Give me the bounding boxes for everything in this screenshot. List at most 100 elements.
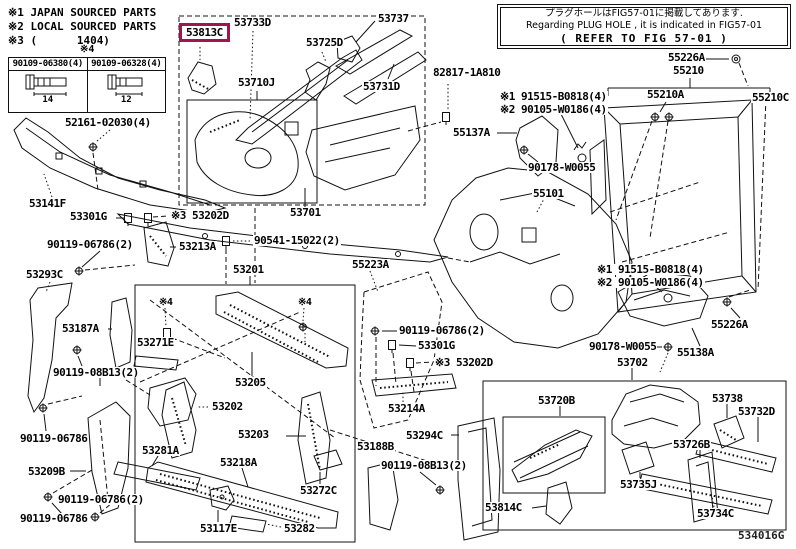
part-number-label[interactable]: 53301G	[69, 210, 108, 223]
part-number-label[interactable]: 53141F	[28, 197, 67, 210]
part-number-label[interactable]: ※3 53202D	[170, 209, 230, 222]
bolt-length: 12	[120, 95, 132, 105]
bolt-table-marker: ※4	[80, 44, 95, 55]
part-number-label[interactable]: 90178-W0055	[588, 340, 658, 353]
part-number-label[interactable]: 53301G	[417, 339, 456, 352]
part-number-label[interactable]: 53735J	[619, 478, 658, 491]
part-number-label[interactable]: 53187A	[61, 322, 100, 335]
part-number-label[interactable]: 53293C	[25, 268, 64, 281]
legend-note-1: ※1 JAPAN SOURCED PARTS	[8, 6, 157, 19]
part-number-label[interactable]: 53218A	[219, 456, 258, 469]
plug-hole-note-inner: プラグホールはFIG57-01に掲載してあります. Regarding PLUG…	[500, 7, 788, 46]
sketch-rear-apron-group	[511, 384, 777, 525]
part-number-label[interactable]: 53731D	[362, 80, 401, 93]
sketch-dash-silencer	[359, 271, 443, 429]
reference-marker: ※4	[298, 297, 312, 308]
part-number-label[interactable]: 90119-08B13(2)	[52, 366, 140, 379]
part-number-label[interactable]: 90119-06786	[19, 432, 89, 445]
part-number-label[interactable]: 55210	[672, 64, 705, 77]
apron-subassy-box	[186, 99, 318, 204]
front-apron-group-box	[178, 15, 426, 206]
part-number-label[interactable]: ※1 91515-B0818(4)	[596, 263, 705, 276]
part-number-label[interactable]: 53205	[234, 376, 267, 389]
part-number-label[interactable]: 90178-W0055	[527, 161, 597, 174]
bolt-part-number[interactable]: 90109-06328(4)	[87, 58, 165, 71]
legend-note-3: ※3 ( 1404)	[8, 34, 110, 47]
part-number-label[interactable]: ※2 90105-W0186(4)	[596, 276, 705, 289]
sketch-wiring-clamp	[407, 84, 450, 132]
note-english-text: Regarding PLUG HOLE , it is indicated in…	[525, 20, 763, 31]
sketch-dash-panel	[433, 167, 633, 349]
part-number-label[interactable]: 53710J	[237, 76, 276, 89]
apron-rear-subassy-box	[502, 416, 606, 494]
plug-hole-note-box: プラグホールはFIG57-01に掲載してあります. Regarding PLUG…	[497, 4, 791, 49]
bolt-reference-table: 90109-06380(4) 14 90109-06328(4)	[8, 57, 166, 113]
figure-code: 534016G	[738, 529, 785, 542]
part-number-label[interactable]: 82817-1A810	[432, 66, 502, 79]
part-number-label[interactable]: 55101	[532, 187, 565, 200]
part-number-label[interactable]: 52161-02030(4)	[64, 116, 152, 129]
part-number-label[interactable]: 53272C	[299, 484, 338, 497]
sketch-middle-lower-parts	[367, 325, 501, 541]
part-number-label[interactable]: 53734C	[696, 507, 735, 520]
part-number-label[interactable]: 53737	[377, 12, 410, 25]
part-number-label[interactable]: 53282	[283, 522, 316, 535]
part-number-label[interactable]: 53814C	[484, 501, 523, 514]
bolt-icon	[25, 74, 67, 96]
bolt-length: 14	[42, 95, 54, 105]
part-number-label[interactable]: 53733D	[233, 16, 272, 29]
legend-note-2: ※2 LOCAL SOURCED PARTS	[8, 20, 157, 33]
sketch-radiator-support-side	[589, 54, 771, 313]
part-number-label[interactable]: 55210A	[646, 88, 685, 101]
sketch-lower-left-brackets	[37, 377, 197, 523]
part-number-label[interactable]: 53701	[289, 206, 322, 219]
reference-marker: ※4	[159, 297, 173, 308]
part-number-label[interactable]: 53213A	[178, 240, 217, 253]
bolt-icon	[107, 74, 143, 96]
part-number-label[interactable]: 53271E	[136, 336, 175, 349]
radiator-support-group-box	[134, 284, 356, 543]
part-number-label[interactable]: 53294C	[405, 429, 444, 442]
part-number-label[interactable]: 90541-15022(2)	[253, 234, 341, 247]
part-number-label[interactable]: 90119-08B13(2)	[380, 459, 468, 472]
part-number-label[interactable]: 55226A	[667, 51, 706, 64]
part-number-label[interactable]: ※1 91515-B0818(4)	[499, 90, 608, 103]
part-number-label[interactable]: 53202	[211, 400, 244, 413]
part-number-label[interactable]: 55137A	[452, 126, 491, 139]
part-number-label[interactable]: 90119-06786	[19, 512, 89, 525]
part-number-label[interactable]: 53720B	[537, 394, 576, 407]
part-number-label[interactable]: 53813C	[179, 23, 230, 42]
part-number-label[interactable]: 55210C	[751, 91, 790, 104]
part-number-label[interactable]: 55226A	[710, 318, 749, 331]
part-number-label[interactable]: 53726B	[672, 438, 711, 451]
bolt-part-number[interactable]: 90109-06380(4)	[9, 58, 87, 71]
part-number-label[interactable]: 55138A	[676, 346, 715, 359]
part-number-label[interactable]: 53209B	[27, 465, 66, 478]
part-number-label[interactable]: ※2 90105-W0186(4)	[499, 103, 608, 116]
part-number-label[interactable]: 53702	[616, 356, 649, 369]
part-number-label[interactable]: 55223A	[351, 258, 390, 271]
part-number-label[interactable]: 53214A	[387, 402, 426, 415]
sketch-radiator-support-assy	[113, 276, 456, 533]
part-number-label[interactable]: 53738	[711, 392, 744, 405]
part-number-label[interactable]: 53117E	[199, 522, 238, 535]
part-number-label[interactable]: 53725D	[305, 36, 344, 49]
note-japanese-text: プラグホールはFIG57-01に掲載してあります.	[545, 8, 743, 19]
part-number-label[interactable]: 90119-06786(2)	[46, 238, 134, 251]
part-number-label[interactable]: 53201	[232, 263, 265, 276]
part-number-label[interactable]: ※3 53202D	[434, 356, 494, 369]
part-number-label[interactable]: 53281A	[141, 444, 180, 457]
part-number-label[interactable]: 53732D	[737, 405, 776, 418]
legend-notes: ※1 JAPAN SOURCED PARTS※2 LOCAL SOURCED P…	[8, 6, 156, 48]
bolt-cell-2: 90109-06328(4) 12	[86, 58, 165, 112]
rear-apron-group-box	[482, 380, 787, 531]
part-number-label[interactable]: 90119-06786(2)	[57, 493, 145, 506]
part-number-label[interactable]: 53188B	[356, 440, 395, 453]
part-number-label[interactable]: 53203	[237, 428, 270, 441]
sketch-left-brackets	[27, 213, 251, 414]
part-number-label[interactable]: 90119-06786(2)	[398, 324, 486, 337]
note-reference-text: ( REFER TO FIG 57-01 )	[560, 32, 728, 45]
bolt-cell-1: 90109-06380(4) 14	[9, 58, 87, 112]
